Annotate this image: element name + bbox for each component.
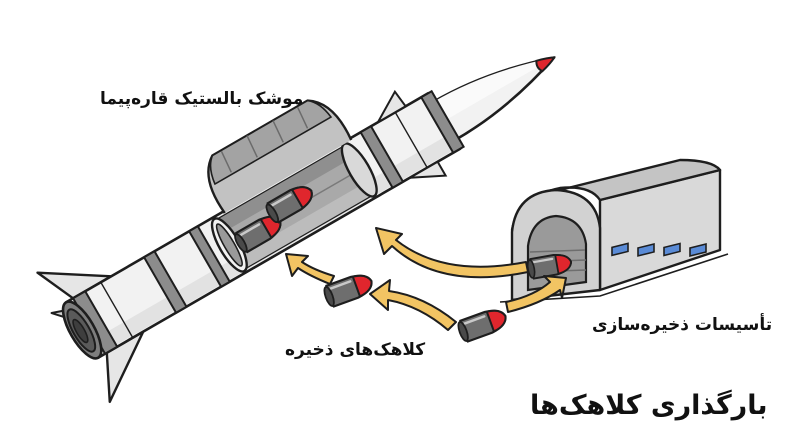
storage-facility-label: تأسیسات ذخیره‌سازی: [592, 315, 773, 335]
spare-warheads-label: کلاهک‌های ذخیره: [285, 340, 426, 360]
spare-warhead-2: [454, 304, 511, 345]
open-hatch: [207, 99, 353, 214]
storage-facility: [499, 158, 729, 303]
arrow-spare1-to-missile: [285, 253, 335, 285]
warhead-compartment: [210, 142, 378, 273]
missile-label: موشک بالستیک قاره‌پیما: [100, 89, 304, 109]
transfer-arrows: [285, 227, 567, 331]
rocket-nozzle: [61, 300, 103, 360]
missile: [36, 56, 556, 404]
arrow-storage-to-spare: [505, 275, 567, 313]
building-windows: [611, 242, 707, 257]
diagram-title: بارگذاری کلاهک‌ها: [530, 390, 768, 421]
nose-tip: [535, 56, 556, 73]
arrow-storage-to-missile: [375, 227, 529, 279]
arrow-spare2-to-missile: [369, 279, 457, 331]
